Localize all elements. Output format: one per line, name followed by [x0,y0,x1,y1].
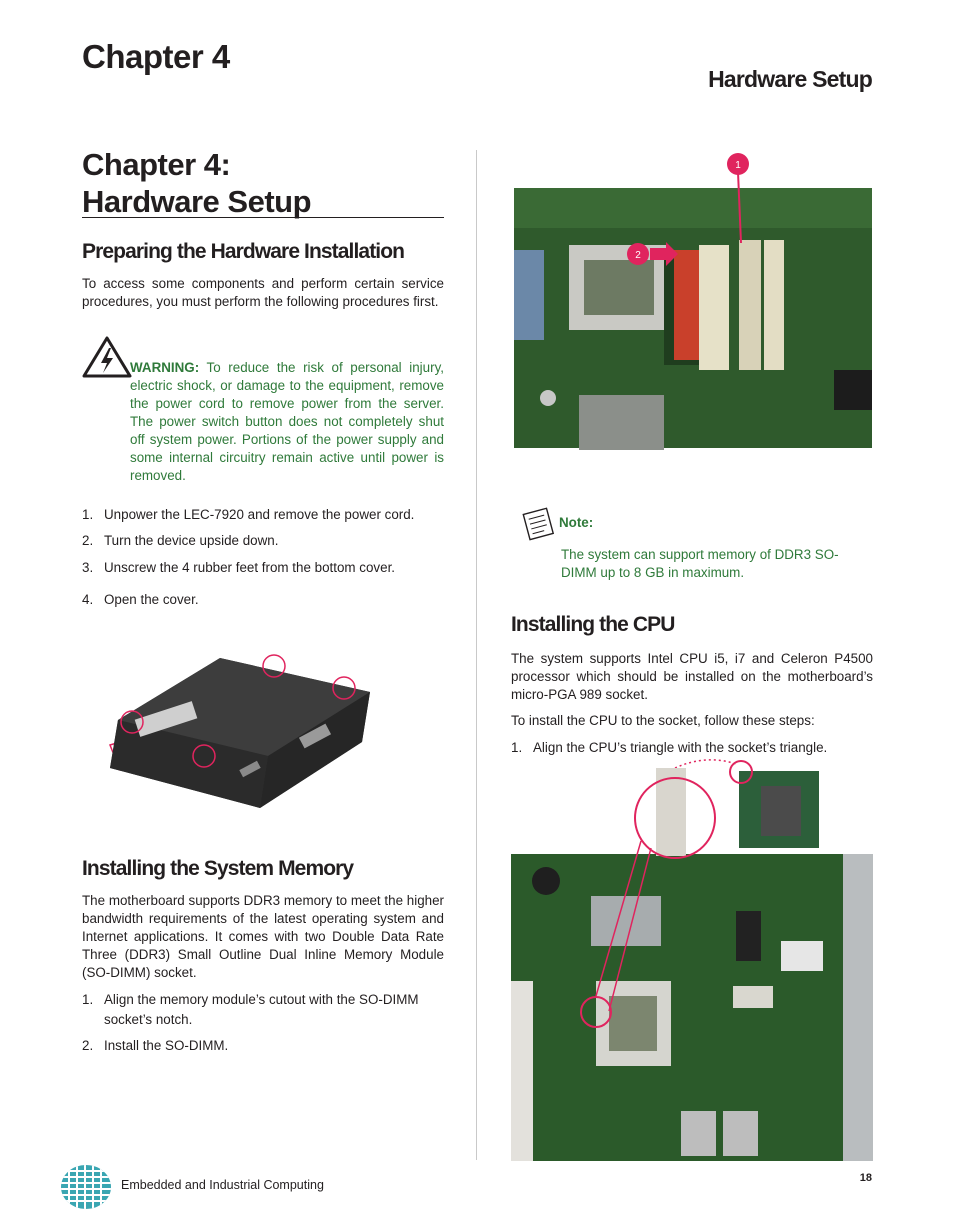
cpu-text-1: The system supports Intel CPU i5, i7 and… [511,651,873,702]
footer-text: Embedded and Industrial Computing [121,1178,324,1192]
step-number: 1. [511,740,523,755]
chapter-title-line1: Chapter 4: [82,147,231,182]
step-number: 2. [82,1038,94,1053]
memory-text: The motherboard supports DDR3 memory to … [82,893,444,980]
warning-icon [82,336,132,378]
step-text: Unpower the LEC-7920 and remove the powe… [104,507,415,522]
step-number: 2. [82,533,94,548]
step-text: Install the SO-DIMM. [104,1038,229,1053]
step-number: 1. [82,507,94,522]
list-item: 1. Unpower the LEC-7920 and remove the p… [82,506,452,524]
memory-heading: Installing the System Memory [82,857,354,880]
step-text-line2: socket’s notch. [104,1012,193,1027]
step-number: 1. [82,992,94,1007]
warning-text: To reduce the risk of personal injury, e… [130,360,444,483]
list-item: 3. Unscrew the 4 rubber feet from the bo… [82,559,452,577]
running-section-title: Hardware Setup [708,66,873,92]
device-bottom-photo [108,654,370,808]
step-text-line1: Align the memory module’s cutout with th… [104,992,419,1007]
prep-intro: To access some components and perform ce… [82,276,444,309]
cpu-heading: Installing the CPU [511,613,675,636]
step-text: Unscrew the 4 rubber feet from the botto… [104,560,396,575]
page-number: 18 [859,1172,872,1184]
list-item: 2. Install the SO-DIMM. [82,1037,452,1055]
step-text: Turn the device upside down. [104,533,279,548]
note-text: The system can support memory of DDR3 SO… [561,547,839,580]
list-item: 1. Align the memory module’s cutout with… [82,991,452,1029]
company-logo-icon [61,1165,111,1209]
running-chapter-title: Chapter 4 [82,38,230,75]
step-number: 4. [82,592,94,607]
step-number: 3. [82,560,94,575]
list-item: 4. Open the cover. [82,591,452,609]
chapter-title: Chapter 4: Hardware Setup [82,146,312,220]
title-rule [82,217,444,218]
cpu-text-2: To install the CPU to the socket, follow… [511,713,815,728]
step-text: Align the CPU’s triangle with the socket… [533,740,828,755]
prep-heading: Preparing the Hardware Installation [82,240,405,263]
list-item: 1. Align the CPU’s triangle with the soc… [511,739,881,757]
warning-box: WARNING: To reduce the risk of personal … [130,359,444,485]
note-label: Note: [559,515,594,530]
callout-1: 1 [735,160,741,171]
callout-2: 2 [635,250,641,261]
note-icon [522,507,555,541]
column-divider [476,150,477,1160]
list-item: 2. Turn the device upside down. [82,532,452,550]
chapter-title-line2: Hardware Setup [82,184,312,219]
memory-install-photo: 1 2 [514,153,872,450]
cpu-install-photo [511,759,873,1161]
warning-label: WARNING: [130,360,200,375]
step-text: Open the cover. [104,592,199,607]
